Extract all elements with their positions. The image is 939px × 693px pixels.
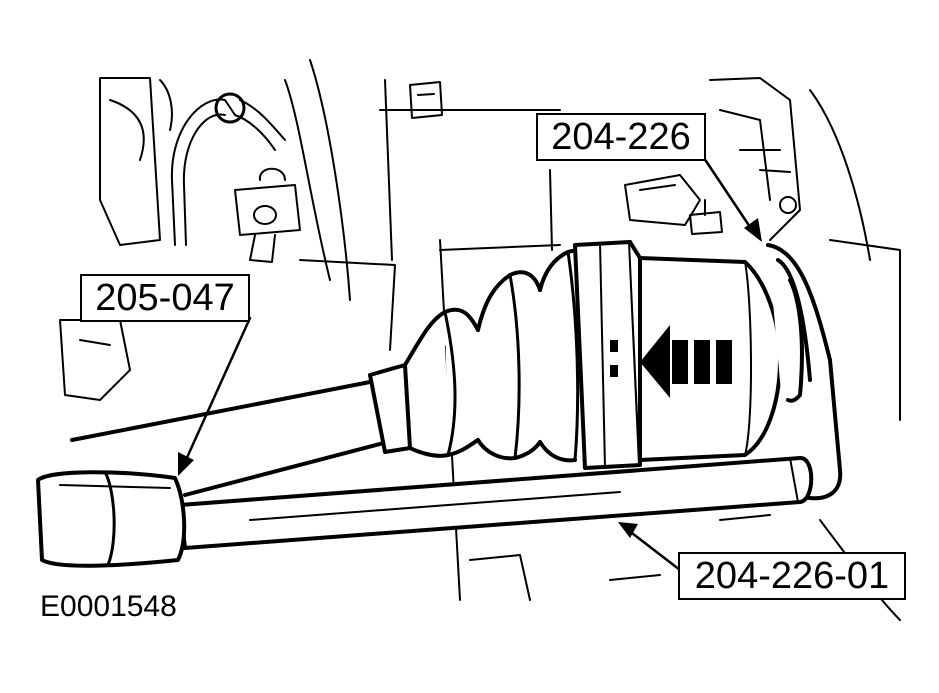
vehicle-structure [59,59,901,621]
direction-arrow-icon [610,325,732,398]
callout-204-226: 204-226 [536,113,706,161]
callout-205-047: 205-047 [80,274,250,322]
halfshaft [70,380,397,497]
slide-hammer [36,470,187,568]
leader-lines [183,150,754,572]
callout-204-226-01: 204-226-01 [678,552,906,600]
puller-bar [178,456,814,550]
leader-arrow-icon [178,218,762,538]
figure-id: E0001548 [40,590,177,623]
cv-boot [368,249,597,463]
